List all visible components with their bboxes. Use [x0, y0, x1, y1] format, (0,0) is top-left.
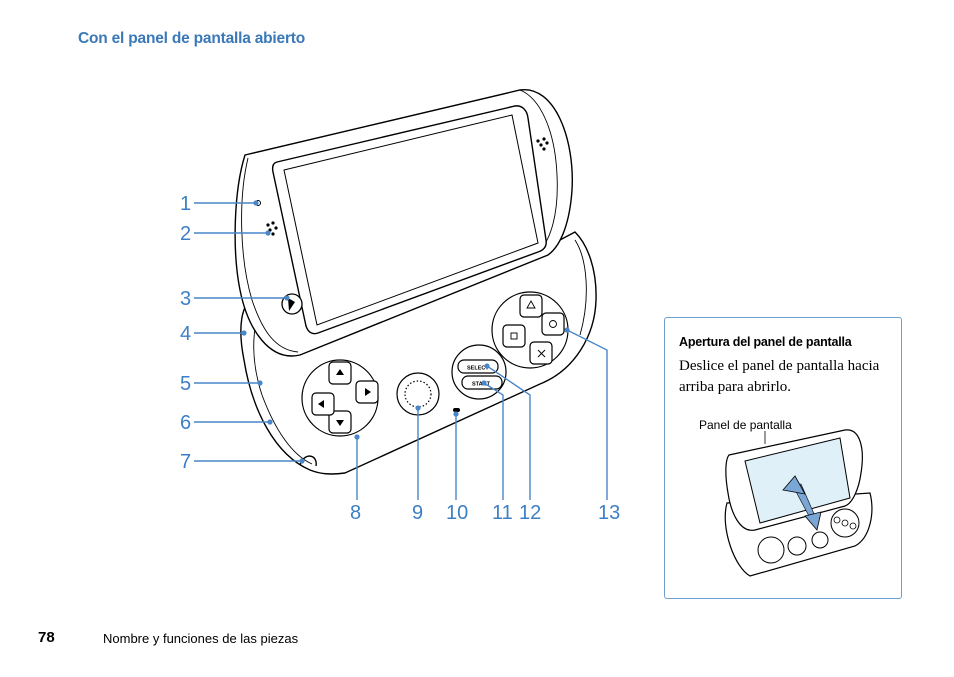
callout-12: 12 [519, 502, 541, 524]
callout-4: 4 [180, 323, 191, 345]
callout-13: 13 [598, 502, 620, 524]
panel-label: Panel de pantalla [699, 418, 792, 432]
analog-stick[interactable] [396, 372, 440, 416]
callout-7: 7 [180, 451, 191, 473]
callout-8: 8 [350, 502, 361, 524]
sidebar-text: Deslice el panel de pantalla hacia arrib… [679, 358, 880, 395]
sidebar-title: Apertura del panel de pantalla [679, 335, 852, 349]
callout-9: 9 [412, 502, 423, 524]
directional-buttons[interactable] [301, 359, 379, 437]
select-button[interactable] [457, 359, 499, 374]
microphone [453, 408, 460, 412]
select-start-cluster [451, 344, 507, 400]
select-label: SELECT [467, 366, 489, 372]
face-buttons[interactable] [491, 291, 569, 369]
callout-1: 1 [180, 193, 191, 215]
sidebar-box: Apertura del panel de pantalla Deslice e… [664, 317, 902, 599]
callout-leaders [194, 200, 608, 500]
callout-10: 10 [446, 502, 468, 524]
mini-device-illustration [724, 429, 873, 577]
slide-arrow-icon [782, 475, 822, 531]
screen-panel [234, 89, 573, 357]
callout-3: 3 [180, 288, 191, 310]
start-label: START [472, 382, 491, 388]
section-title: Con el panel de pantalla abierto [78, 30, 306, 47]
callout-2: 2 [180, 223, 191, 245]
callout-11: 11 [492, 502, 513, 524]
callout-6: 6 [180, 412, 191, 434]
callout-5: 5 [180, 373, 191, 395]
page-number: 78 [38, 629, 55, 646]
right-speaker-icon [536, 137, 549, 151]
footer-text: Nombre y funciones de las piezas [103, 631, 299, 646]
